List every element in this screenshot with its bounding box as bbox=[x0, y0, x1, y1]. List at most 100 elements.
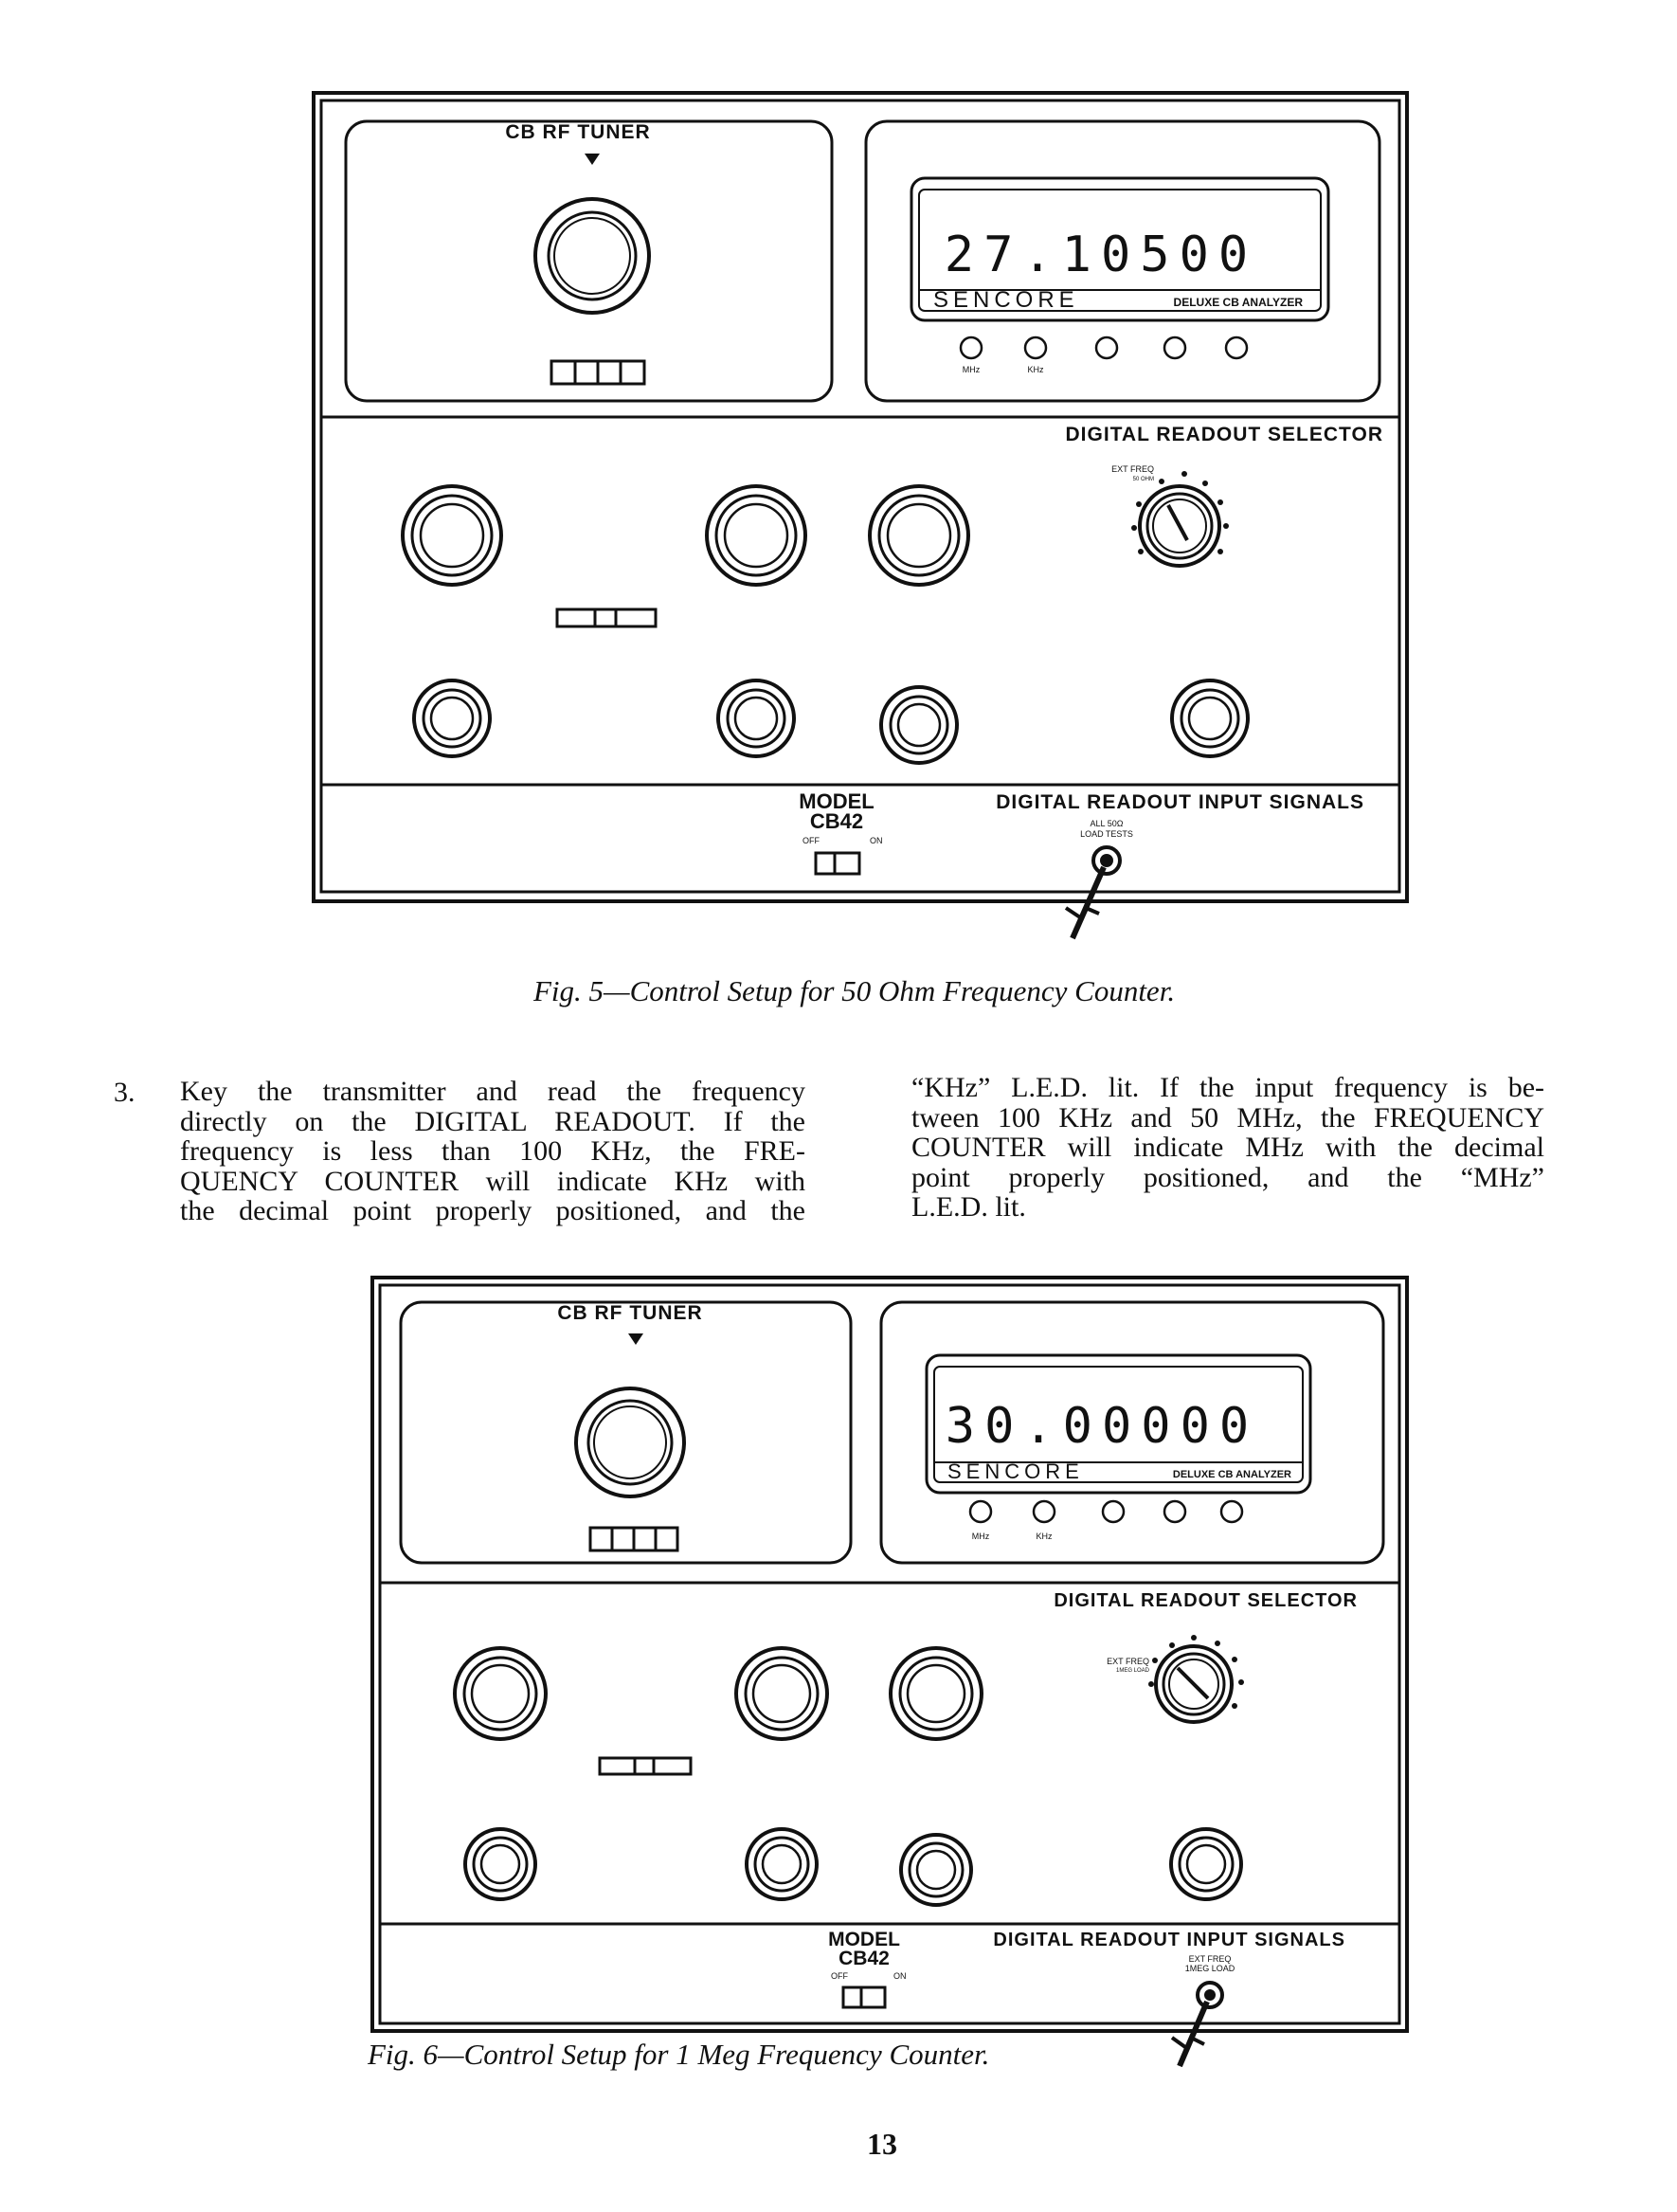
control-knob[interactable] bbox=[401, 484, 503, 587]
digital-readout-selector-knob[interactable] bbox=[1154, 1644, 1234, 1724]
selector-label: DIGITAL READOUT SELECTOR bbox=[1054, 1590, 1358, 1611]
tuner-label: CB RF TUNER bbox=[557, 1302, 702, 1324]
digital-readout-selector-knob[interactable] bbox=[1138, 484, 1221, 568]
control-knob[interactable] bbox=[453, 1646, 548, 1741]
text-line: tween 100 KHz and 50 MHz, the FREQUENCY bbox=[911, 1101, 1544, 1133]
control-knob[interactable] bbox=[899, 1833, 973, 1907]
page-number: 13 bbox=[867, 2127, 897, 2161]
led bbox=[1163, 1499, 1187, 1524]
readout-window bbox=[864, 119, 1381, 403]
control-knob[interactable] bbox=[716, 679, 796, 758]
led bbox=[1224, 335, 1249, 360]
switch-on-label: ON bbox=[870, 836, 883, 845]
text-line: L.E.D. lit. bbox=[911, 1191, 1026, 1223]
selector-detents bbox=[1131, 471, 1229, 554]
channel-indicator bbox=[550, 359, 646, 386]
control-knob[interactable] bbox=[734, 1646, 829, 1741]
input-jack[interactable] bbox=[1091, 845, 1122, 876]
brand-logo: SENCORE bbox=[947, 1460, 1084, 1483]
led-khz bbox=[1023, 335, 1048, 360]
switch-off-label: OFF bbox=[802, 836, 820, 845]
text-line: Key the transmitter and read the frequen… bbox=[180, 1076, 805, 1107]
text-line: QUENCY COUNTER will indicate KHz with bbox=[180, 1165, 805, 1197]
control-knob[interactable] bbox=[1170, 679, 1250, 758]
tuner-knob[interactable] bbox=[533, 197, 651, 315]
led-label-khz: KHz bbox=[1036, 1532, 1053, 1541]
input-jack[interactable] bbox=[1196, 1981, 1224, 2009]
led bbox=[1163, 335, 1187, 360]
led-khz bbox=[1032, 1499, 1056, 1524]
figure-6: CB RF TUNER 30.00000 SENCORE DELUXE CB A… bbox=[365, 1270, 1416, 2076]
figure-5: CB RF TUNER 27.10500 SENCORE DELUXE CB A… bbox=[303, 85, 1421, 957]
step-text-column-1: Key the transmitter and read the frequen… bbox=[180, 1077, 805, 1226]
brand-logo: SENCORE bbox=[933, 287, 1079, 313]
control-knob[interactable] bbox=[705, 484, 807, 587]
selector-position-sublabel: 50 OHM bbox=[1133, 477, 1154, 482]
cb42-panel-diagram: CB RF TUNER 30.00000 SENCORE DELUXE CB A… bbox=[370, 1276, 1409, 2068]
selector-position-label: EXT FREQ bbox=[1111, 464, 1154, 474]
step-number: 3. bbox=[114, 1077, 135, 1108]
tuner-window bbox=[344, 119, 834, 403]
led bbox=[1101, 1499, 1126, 1524]
readout-window bbox=[879, 1300, 1385, 1565]
switch-on-label: ON bbox=[893, 1971, 907, 1981]
text-line: COUNTER will indicate MHz with the decim… bbox=[911, 1132, 1544, 1163]
text-line: “KHz” L.E.D. lit. If the input frequency… bbox=[911, 1072, 1544, 1103]
cable-connector-icon bbox=[1170, 2000, 1210, 2068]
jack-label-2: LOAD TESTS bbox=[1080, 829, 1133, 839]
led-row bbox=[968, 1499, 1244, 1524]
slide-switch[interactable] bbox=[598, 1756, 693, 1776]
frequency-display: 30.00000 bbox=[946, 1398, 1258, 1455]
led-label-mhz: MHz bbox=[972, 1532, 990, 1541]
led-mhz bbox=[968, 1499, 993, 1524]
control-knob[interactable] bbox=[868, 484, 970, 587]
tuner-window bbox=[399, 1300, 853, 1565]
led bbox=[1094, 335, 1119, 360]
power-switch[interactable] bbox=[814, 851, 861, 876]
led-row bbox=[959, 335, 1249, 360]
control-knob[interactable] bbox=[463, 1827, 537, 1901]
figure-5-caption: Fig. 5—Control Setup for 50 Ohm Frequenc… bbox=[533, 974, 1176, 1007]
figure-6-caption: Fig. 6—Control Setup for 1 Meg Frequency… bbox=[368, 2038, 990, 2071]
brand-subtitle: DELUXE CB ANALYZER bbox=[1173, 1469, 1291, 1480]
model-number: CB42 bbox=[810, 809, 863, 833]
tuner-knob[interactable] bbox=[574, 1387, 686, 1498]
control-knob[interactable] bbox=[879, 685, 959, 765]
jack-label-2: 1MEG LOAD bbox=[1185, 1964, 1235, 1973]
led-label-mhz: MHz bbox=[963, 365, 981, 374]
model-label: MODEL bbox=[828, 1929, 900, 1950]
jack-label-1: ALL 50Ω bbox=[1091, 819, 1124, 828]
text-line: point properly positioned, and the “MHz” bbox=[911, 1161, 1544, 1193]
selector-position-sublabel: 1MEG LOAD bbox=[1116, 1668, 1150, 1674]
tuner-pointer-icon bbox=[585, 154, 600, 165]
text-line: the decimal point properly positioned, a… bbox=[180, 1195, 805, 1226]
led-label-khz: KHz bbox=[1027, 365, 1044, 374]
channel-indicator bbox=[588, 1526, 679, 1552]
control-knob[interactable] bbox=[412, 679, 492, 758]
led-mhz bbox=[959, 335, 983, 360]
text-line: directly on the DIGITAL READOUT. If the bbox=[180, 1105, 805, 1137]
step-text-column-2: “KHz” L.E.D. lit. If the input frequency… bbox=[911, 1073, 1544, 1223]
cable-connector-icon bbox=[1064, 865, 1107, 940]
control-knob[interactable] bbox=[1169, 1827, 1243, 1901]
model-label: MODEL bbox=[799, 789, 874, 813]
power-switch[interactable] bbox=[841, 1985, 887, 2009]
slide-switch[interactable] bbox=[555, 607, 658, 628]
tuner-label: CB RF TUNER bbox=[505, 121, 650, 143]
control-knob[interactable] bbox=[745, 1827, 819, 1901]
input-signals-label: DIGITAL READOUT INPUT SIGNALS bbox=[993, 1930, 1345, 1950]
text-line: frequency is less than 100 KHz, the FRE- bbox=[180, 1135, 805, 1167]
selector-position-label: EXT FREQ bbox=[1107, 1657, 1149, 1666]
led bbox=[1219, 1499, 1244, 1524]
jack-label-1: EXT FREQ bbox=[1189, 1954, 1232, 1964]
model-number: CB42 bbox=[838, 1948, 890, 1969]
cb42-panel-diagram: CB RF TUNER 27.10500 SENCORE DELUXE CB A… bbox=[312, 91, 1409, 940]
switch-off-label: OFF bbox=[831, 1971, 848, 1981]
selector-detents bbox=[1148, 1635, 1244, 1709]
selector-label: DIGITAL READOUT SELECTOR bbox=[1065, 424, 1383, 445]
input-signals-label: DIGITAL READOUT INPUT SIGNALS bbox=[996, 791, 1364, 813]
brand-subtitle: DELUXE CB ANALYZER bbox=[1174, 296, 1304, 309]
control-knob[interactable] bbox=[889, 1646, 983, 1741]
tuner-pointer-icon bbox=[628, 1333, 643, 1345]
frequency-display: 27.10500 bbox=[945, 227, 1257, 283]
